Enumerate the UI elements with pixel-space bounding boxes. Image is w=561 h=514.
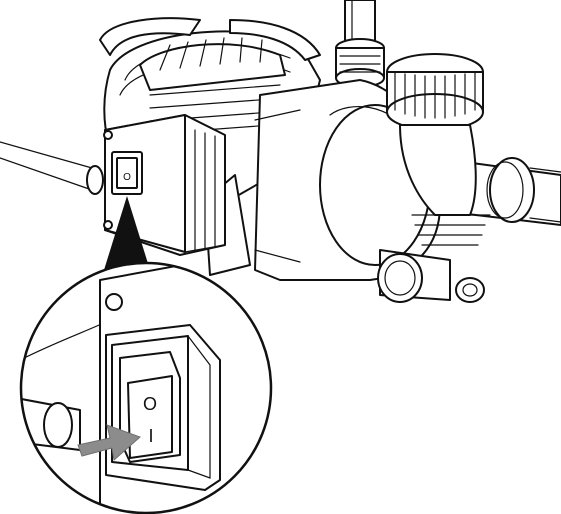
arrow-right-icon	[77, 424, 141, 461]
callout-pointer	[104, 196, 150, 270]
top-pipe	[335, 0, 385, 88]
pre-filter-housing	[386, 53, 491, 303]
inlet-pipe	[0, 141, 104, 195]
drain-port	[377, 249, 451, 303]
switch-off-label: O	[143, 394, 157, 414]
switch-on-label: I	[148, 426, 153, 446]
small-switch-label: O	[123, 172, 131, 183]
magnifier-callout: O I	[19, 261, 273, 514]
